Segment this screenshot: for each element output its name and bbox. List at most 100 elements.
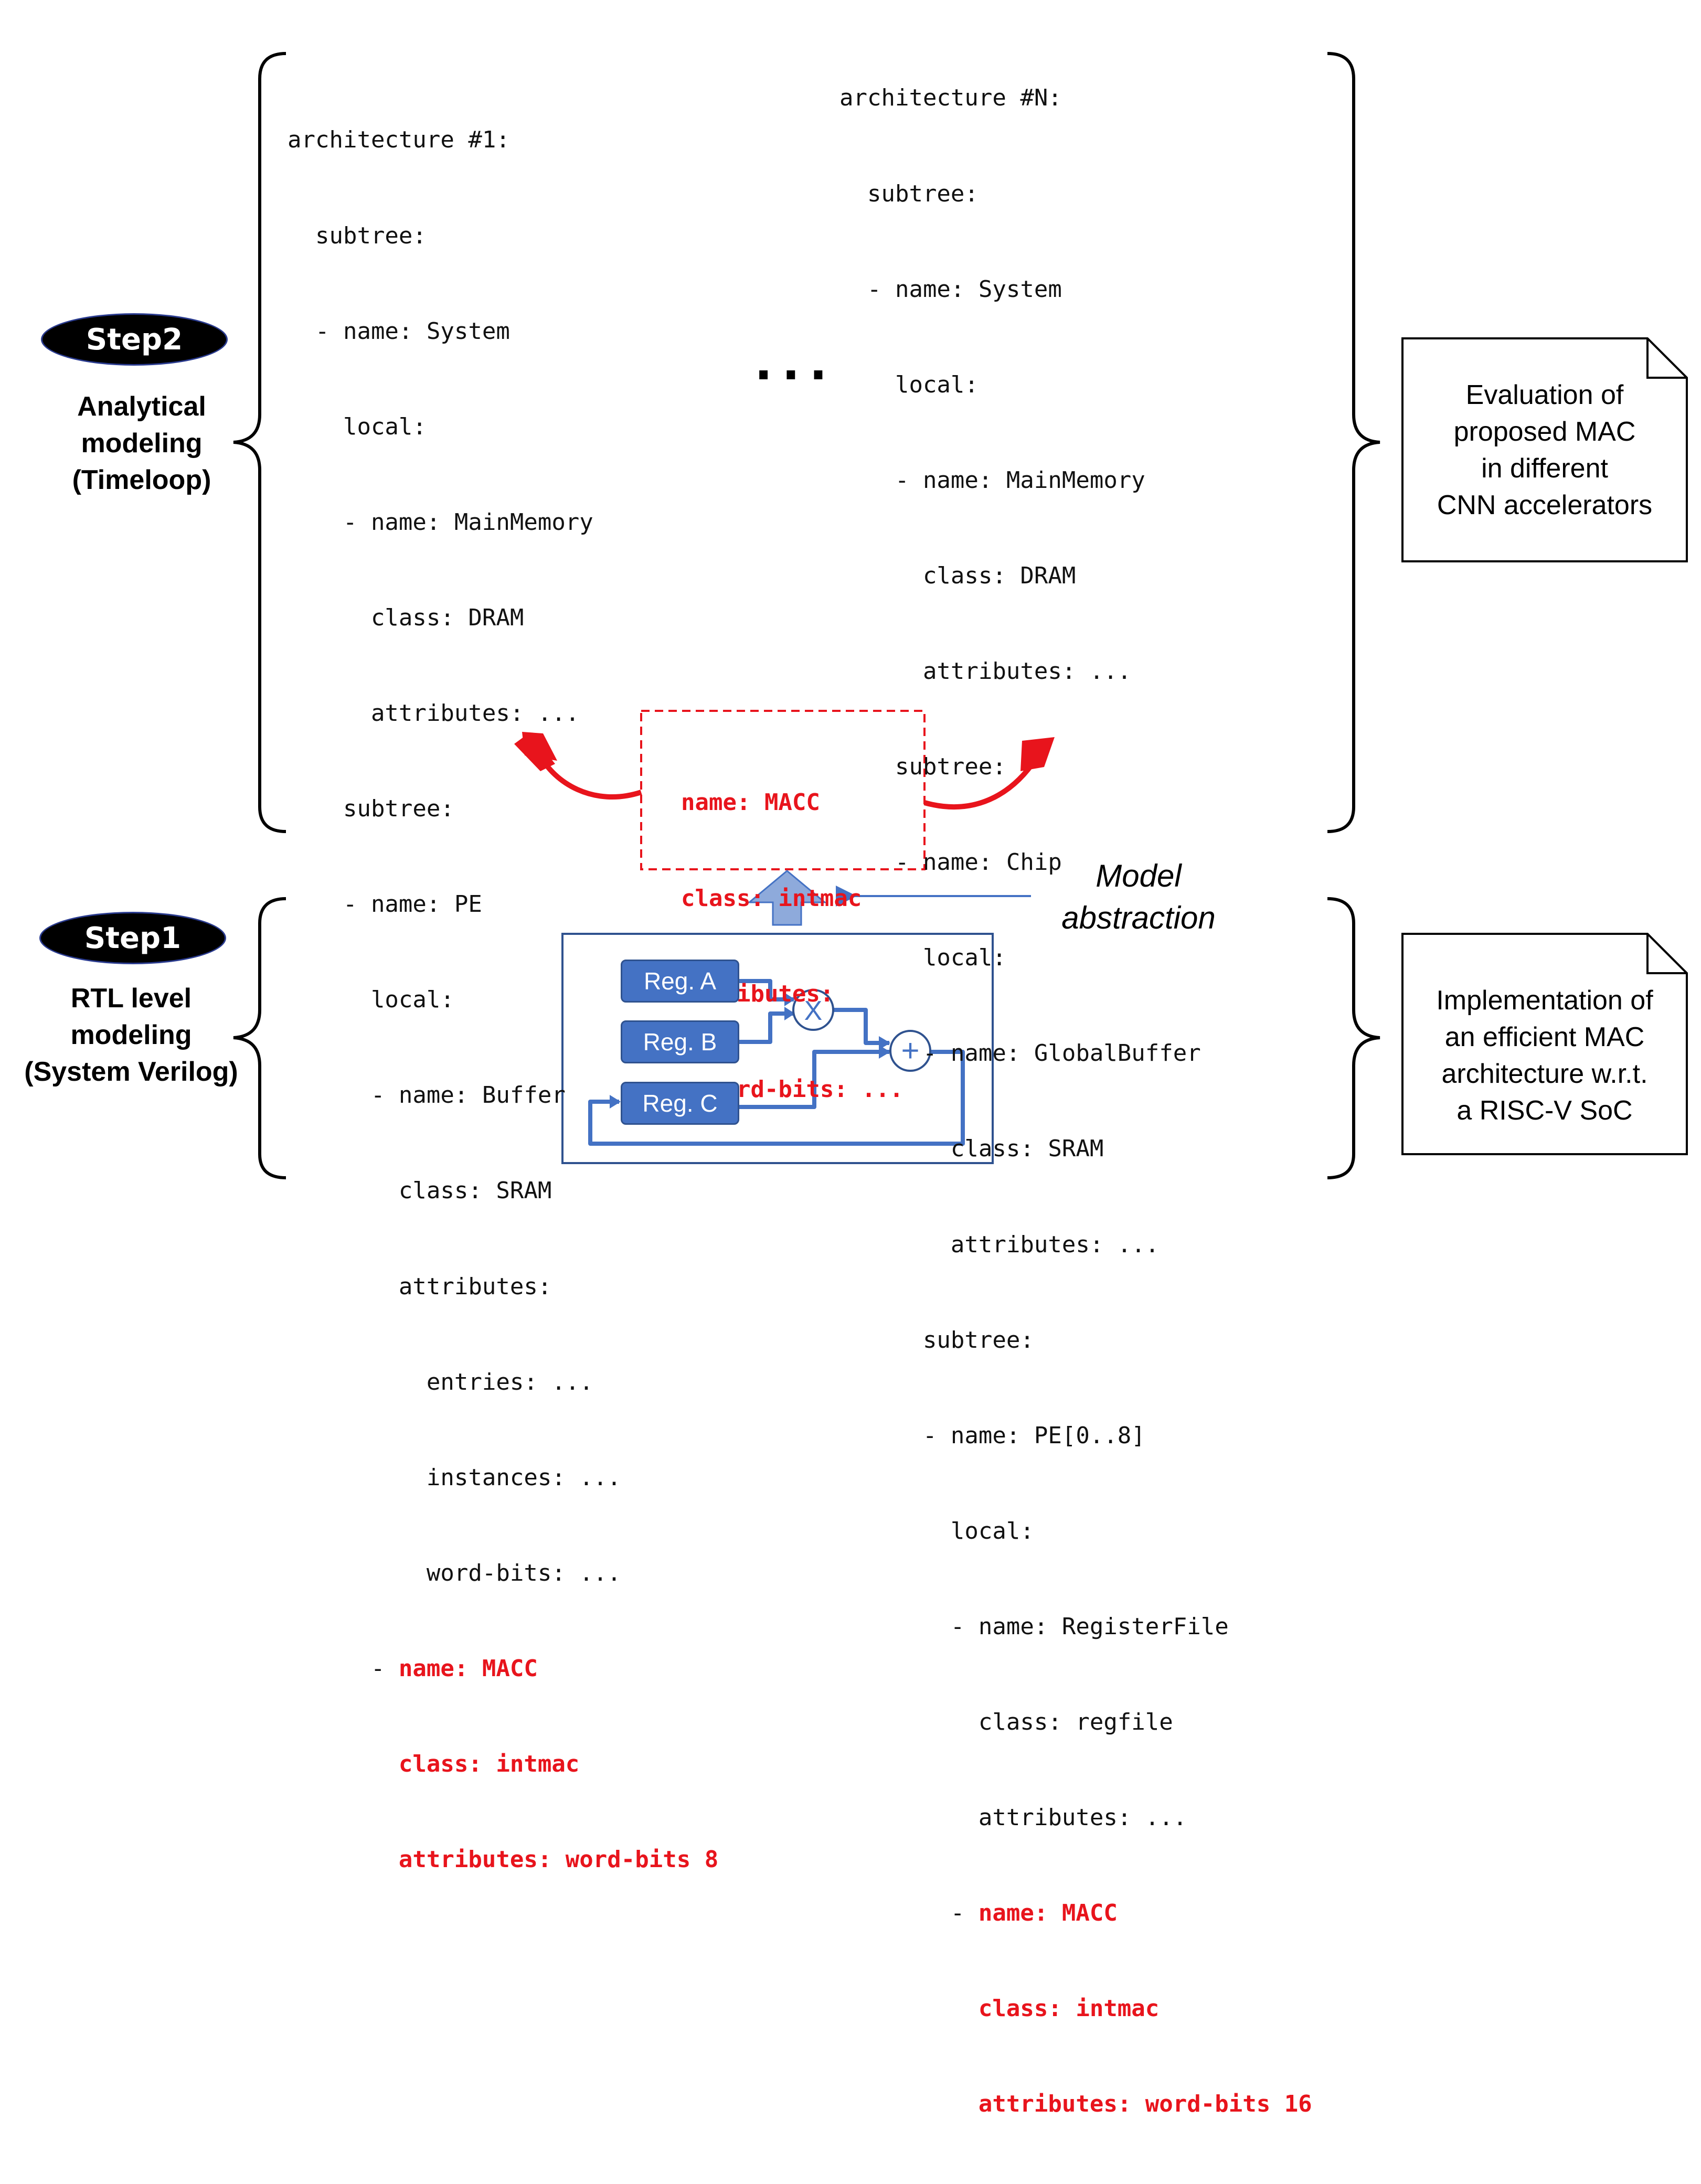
add-symbol: + [901, 1033, 919, 1068]
code-line: - name: PE[0..8] [839, 1422, 1145, 1449]
code-line: class: SRAM [288, 1177, 552, 1205]
template-line: class: intmac [681, 885, 862, 912]
macc-attributes-line: attributes: word-bits 16 [839, 2091, 1312, 2118]
red-arrow-right-tip [1020, 737, 1055, 771]
wire-regc-to-add [739, 1050, 889, 1109]
red-arrow-left-tip [522, 732, 557, 761]
code-line: attributes: ... [288, 699, 580, 727]
step1-right-brace [1327, 897, 1380, 1179]
step2-label-line: Analytical [77, 391, 206, 422]
code-line: subtree: [839, 180, 979, 207]
step2-label-line: (Timeloop) [72, 465, 211, 495]
code-line: - name: System [839, 275, 1062, 303]
abstraction-label-line: abstraction [1061, 900, 1216, 935]
code-line: - name: System [288, 317, 510, 345]
step2-right-brace [1327, 52, 1380, 833]
wire-regb-to-mult [739, 1011, 794, 1044]
note-bottom-fold [1646, 934, 1687, 974]
architecture-ellipsis: ... [754, 336, 837, 391]
note-top-text: Evaluation of proposed MAC in different … [1402, 377, 1687, 524]
code-line: local: [839, 371, 979, 398]
code-line: subtree: [839, 1326, 1034, 1354]
note-line: a RISC-V SoC [1457, 1095, 1633, 1126]
architecture-n-yaml: architecture #N: subtree: - name: System… [839, 19, 1312, 2184]
code-line: - name: MainMemory [839, 466, 1145, 494]
template-line: name: MACC [681, 789, 820, 816]
step1-label-line: (System Verilog) [24, 1057, 238, 1087]
wire-mult-to-add [833, 1008, 889, 1045]
note-bottom-box [1401, 933, 1688, 1155]
note-bottom-text: Implementation of an efficient MAC archi… [1402, 982, 1687, 1129]
code-line: attributes: [288, 1273, 552, 1300]
wire-arrowhead [784, 1007, 795, 1020]
macc-highlight-line: - name: MACC [288, 1653, 718, 1685]
macc-highlight-line: - name: MACC [839, 1898, 1312, 1930]
step2-left-brace [233, 52, 286, 833]
code-line: local: [288, 986, 454, 1014]
note-top-box [1401, 337, 1688, 562]
code-line: local: [839, 1517, 1034, 1544]
wire-arrowhead [879, 1036, 890, 1050]
macc-class-line: class: intmac [288, 1751, 580, 1777]
wire-arrowhead [784, 993, 795, 1006]
note-line: in different [1481, 453, 1608, 484]
note-line: Implementation of [1436, 985, 1653, 1016]
code-line: attributes: ... [839, 1804, 1187, 1831]
code-line: - name: MainMemory [288, 508, 593, 536]
step2-badge: Step2 [41, 313, 228, 366]
wire-feedback-loop [588, 1050, 965, 1146]
register-a-label: Reg. A [643, 967, 717, 995]
code-line: subtree: [839, 753, 1006, 781]
step1-badge: Step1 [39, 912, 226, 964]
step2-badge-text: Step2 [86, 322, 183, 357]
multiply-symbol: X [804, 996, 823, 1026]
note-top-fold [1646, 338, 1687, 379]
step1-badge-text: Step1 [84, 921, 182, 955]
code-line: class: regfile [839, 1709, 1173, 1735]
code-line: local: [839, 944, 1006, 972]
code-line: attributes: ... [839, 1231, 1160, 1258]
register-b: Reg. B [621, 1020, 739, 1063]
code-line: instances: ... [288, 1464, 621, 1491]
code-line: entries: ... [288, 1368, 593, 1395]
code-line: - name: Chip [839, 849, 1062, 876]
register-c-label: Reg. C [642, 1090, 718, 1117]
register-a: Reg. A [621, 960, 739, 1003]
macc-name-line: name: MACC [978, 1900, 1118, 1927]
wire-arrowhead [610, 1095, 621, 1109]
code-line: class: SRAM [839, 1135, 1104, 1163]
register-c: Reg. C [621, 1082, 739, 1125]
code-line: attributes: ... [839, 657, 1132, 685]
model-abstraction-label: Model abstraction [1028, 855, 1249, 939]
macc-name-line: name: MACC [398, 1655, 538, 1682]
note-line: Evaluation of [1465, 380, 1624, 410]
code-line: local: [288, 413, 427, 440]
code-line: class: DRAM [288, 604, 524, 631]
code-line: architecture #N: [839, 84, 1062, 112]
adder-node [889, 1030, 931, 1072]
code-line: - name: RegisterFile [839, 1613, 1229, 1640]
note-line: CNN accelerators [1437, 490, 1653, 520]
macc-attributes-line: attributes: word-bits 8 [288, 1846, 719, 1873]
step1-left-brace [233, 897, 286, 1179]
abstraction-label-line: Model [1096, 858, 1182, 893]
wire-arrowhead [879, 1045, 890, 1059]
macc-template-box [640, 710, 926, 870]
code-line: subtree: [288, 795, 454, 823]
note-line: proposed MAC [1453, 417, 1636, 447]
step1-label-line: modeling [70, 1020, 192, 1050]
register-b-label: Reg. B [643, 1028, 717, 1056]
code-indent: - [288, 1655, 399, 1682]
code-line: subtree: [288, 222, 427, 249]
code-line: - name: GlobalBuffer [839, 1040, 1201, 1067]
step2-label-line: modeling [81, 428, 203, 459]
abstraction-block-arrow [747, 870, 827, 926]
code-line: architecture #1: [288, 126, 510, 154]
code-line: - name: PE [288, 891, 482, 918]
code-indent: - [839, 1900, 979, 1927]
wire-rega-to-mult [739, 979, 794, 1002]
macc-class-line: class: intmac [839, 1995, 1160, 2022]
code-line: word-bits: ... [288, 1559, 621, 1586]
code-line: - name: Buffer [288, 1082, 566, 1109]
note-line: architecture w.r.t. [1441, 1059, 1648, 1089]
